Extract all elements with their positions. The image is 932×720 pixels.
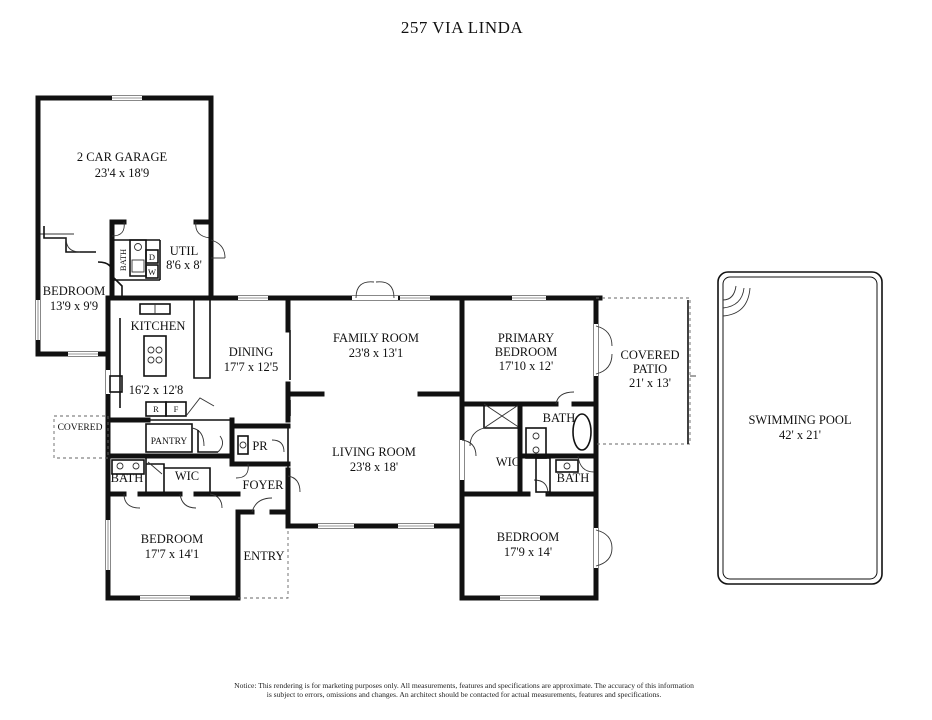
fridge-label: R: [153, 404, 159, 414]
se-bedroom-label: BEDROOM: [497, 530, 560, 544]
entry-label: ENTRY: [244, 549, 285, 563]
garage-bath-label: BATH: [118, 249, 128, 271]
west-bedroom-size: 13'9 x 9'9: [50, 299, 98, 313]
covered-patio-label-2: PATIO: [633, 362, 667, 376]
garage-label: 2 CAR GARAGE: [77, 150, 168, 164]
notice-line-1: Notice: This rendering is for marketing …: [234, 681, 694, 690]
sw-bedroom-size: 17'7 x 14'1: [145, 547, 200, 561]
primary-bedroom-size: 17'10 x 12': [499, 359, 554, 373]
sw-bath-label: BATH: [111, 471, 144, 485]
pantry-label: PANTRY: [151, 437, 188, 447]
east-wic-label: WIC: [496, 455, 520, 469]
sw-bedroom-label: BEDROOM: [141, 532, 204, 546]
west-bedroom-walls: [35, 231, 123, 357]
freezer-label: F: [174, 404, 179, 414]
living-room-size: 23'8 x 18': [350, 460, 398, 474]
family-room-label: FAMILY ROOM: [333, 331, 419, 345]
covered-patio-label-1: COVERED: [620, 348, 679, 362]
garage-size: 23'4 x 18'9: [95, 166, 150, 180]
covered-patio-size: 21' x 13': [629, 376, 671, 390]
kitchen-size: 16'2 x 12'8: [129, 383, 184, 397]
living-room-label: LIVING ROOM: [332, 445, 416, 459]
swimming-pool: [717, 271, 883, 585]
dining-size: 17'7 x 12'5: [224, 360, 279, 374]
pool-label: SWIMMING POOL: [748, 413, 851, 427]
primary-bath-label: BATH: [543, 411, 576, 425]
pr-label: PR: [252, 439, 268, 453]
primary-bedroom-label-2: BEDROOM: [495, 345, 558, 359]
family-room-size: 23'8 x 13'1: [349, 346, 404, 360]
plan-title: 257 VIA LINDA: [401, 18, 524, 37]
covered-west-label: COVERED: [58, 423, 103, 433]
dryer-label: D: [149, 252, 155, 262]
notice-line-2: is subject to errors, omissions and chan…: [267, 690, 662, 699]
primary-bedroom-label-1: PRIMARY: [498, 331, 554, 345]
dining-label: DINING: [229, 345, 273, 359]
util-size: 8'6 x 8': [166, 258, 202, 272]
west-bedroom-label: BEDROOM: [43, 284, 106, 298]
se-bedroom-size: 17'9 x 14': [504, 545, 552, 559]
sw-wic-label: WIC: [175, 469, 199, 483]
interior-walls: [53, 295, 696, 529]
east-bath-label: BATH: [557, 471, 590, 485]
pool-size: 42' x 21': [779, 428, 821, 442]
foyer-label: FOYER: [243, 478, 285, 492]
kitchen-label: KITCHEN: [131, 319, 186, 333]
garage-area: [35, 95, 226, 301]
util-label: UTIL: [170, 244, 198, 258]
garage-bath-laundry: [112, 239, 161, 281]
washer-label: W: [148, 267, 156, 277]
